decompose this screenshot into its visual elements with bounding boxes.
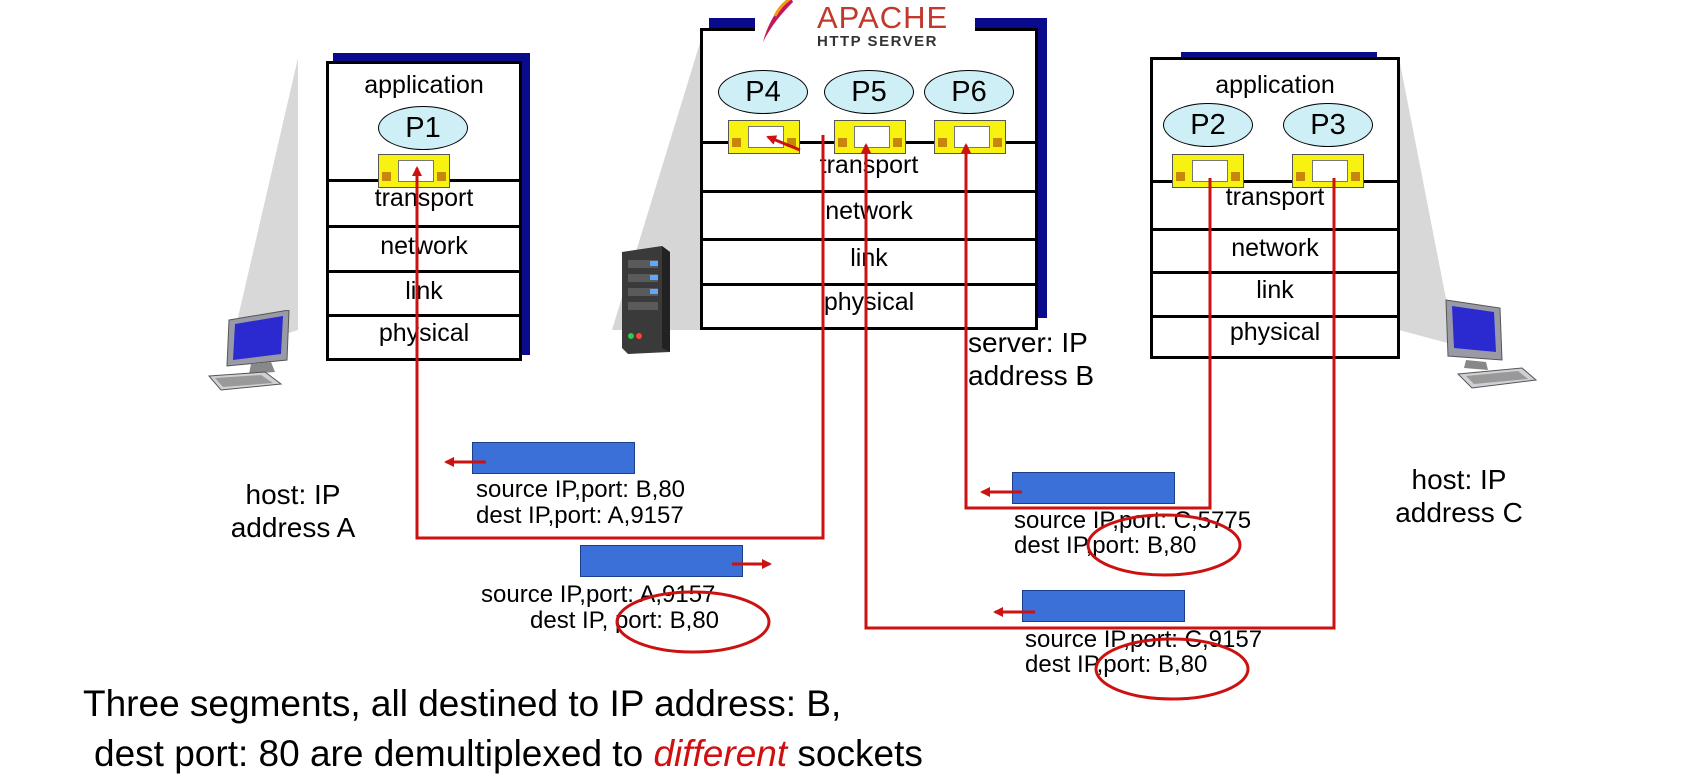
segment-a-to-b <box>580 545 743 577</box>
apache-logo: APACHE HTTP SERVER <box>755 0 975 50</box>
layer-transport: transport <box>819 151 919 179</box>
server-icon <box>622 246 670 354</box>
host-a-label-line2: address A <box>230 512 356 543</box>
process-p6: P6 <box>924 70 1014 114</box>
process-p2: P2 <box>1163 103 1253 147</box>
layer-physical: physical <box>1229 318 1321 346</box>
segment-b-to-a-source: source IP,port: B,80 <box>476 476 686 503</box>
process-p3: P3 <box>1283 103 1373 147</box>
segment-c5775-to-b <box>1012 472 1175 504</box>
desktop-computer-icon-c <box>1445 299 1538 389</box>
layer-physical: physical <box>378 319 470 347</box>
layer-link: link <box>405 277 443 305</box>
process-p4: P4 <box>718 70 808 114</box>
segment-b-to-a-dest: dest IP,port: A,9157 <box>476 502 684 529</box>
segment-c5775-to-b-dest: dest IP,port: B,80 <box>1014 532 1197 559</box>
caption-line2-end: sockets <box>787 733 923 774</box>
segment-c5775-to-b-source: source IP,port: C,5775 <box>1014 507 1252 534</box>
process-p5: P5 <box>824 70 914 114</box>
caption-emphasis: different <box>653 733 788 774</box>
process-p1: P1 <box>378 106 468 150</box>
host-c-label: host: IP address C <box>1384 463 1534 529</box>
socket-p6 <box>934 120 1006 154</box>
segment-c9157-to-b-dest: dest IP,port: B,80 <box>1025 651 1208 678</box>
segment-a-to-b-source: source IP,port: A,9157 <box>481 581 716 608</box>
caption-line2-start: dest port: 80 are demultiplexed to <box>94 733 654 774</box>
layer-physical: physical <box>823 288 915 316</box>
caption-line1: Three segments, all destined to IP addre… <box>83 683 842 724</box>
apache-logo-subtitle: HTTP SERVER <box>817 33 938 50</box>
socket-p3 <box>1292 154 1364 188</box>
segment-b-to-a <box>472 442 635 474</box>
layer-application: application <box>1215 71 1335 99</box>
socket-p2 <box>1172 154 1244 188</box>
caption-line2: dest port: 80 are demultiplexed to diffe… <box>94 733 923 775</box>
host-c-label-line1: host: IP <box>1411 464 1507 495</box>
server-b-label: server: IP address B <box>968 326 1094 392</box>
layer-transport: transport <box>374 184 474 212</box>
host-a-label-line1: host: IP <box>245 479 341 510</box>
host-a-label: host: IP address A <box>218 478 368 544</box>
layer-link: link <box>850 244 888 272</box>
layer-application: application <box>364 71 484 99</box>
server-b-label-line1: server: IP <box>968 327 1088 358</box>
segment-c9157-to-b-source: source IP,port: C,9157 <box>1025 626 1263 653</box>
segment-c9157-to-b <box>1022 590 1185 622</box>
socket-p5 <box>834 120 906 154</box>
layer-network: network <box>1231 234 1319 262</box>
host-c-label-line2: address C <box>1395 497 1523 528</box>
layer-network: network <box>380 232 468 260</box>
socket-p4 <box>728 120 800 154</box>
protocol-stack-host-c: application transport network link physi… <box>1150 57 1400 359</box>
layer-link: link <box>1256 276 1294 304</box>
feather-icon <box>763 0 793 42</box>
socket-p1 <box>378 154 450 188</box>
apache-logo-name: APACHE <box>817 0 949 35</box>
segment-a-to-b-dest: dest IP, port: B,80 <box>530 607 720 634</box>
server-b-label-line2: address B <box>968 360 1095 391</box>
layer-network: network <box>825 197 913 225</box>
desktop-computer-icon-a <box>207 310 290 391</box>
